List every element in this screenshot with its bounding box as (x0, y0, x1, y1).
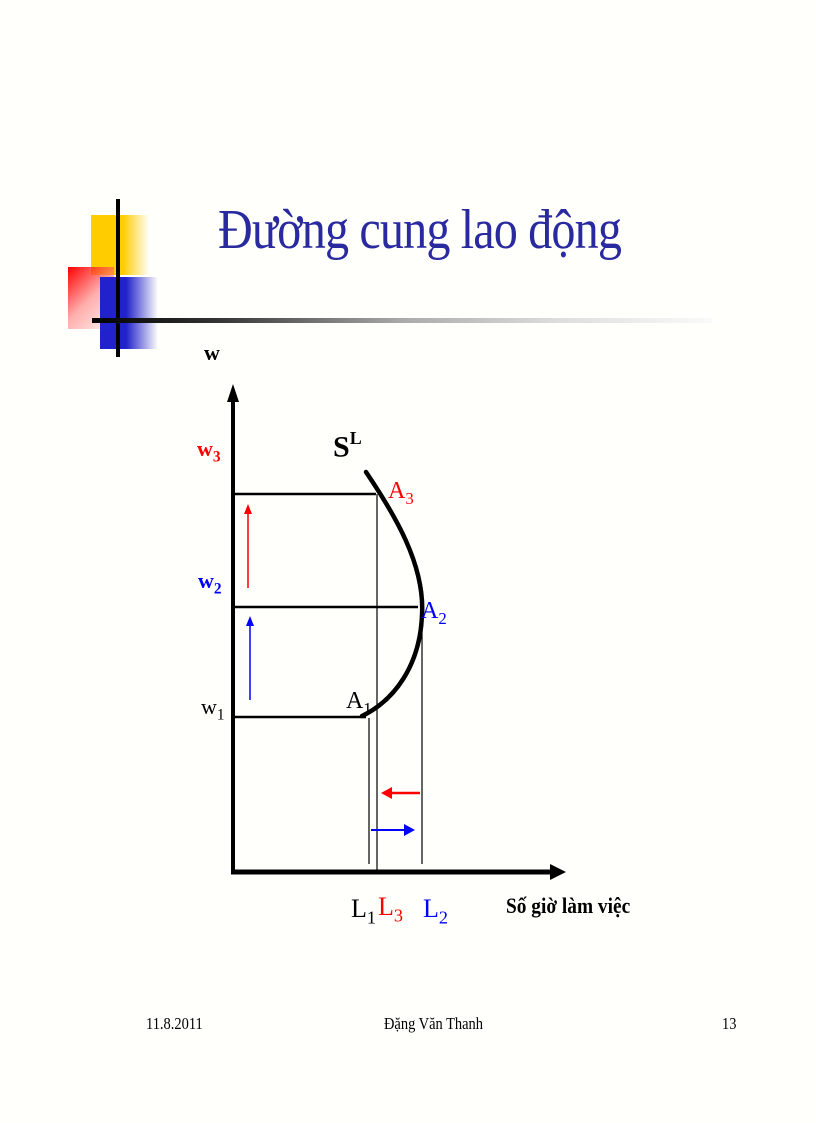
tick-L1: L1 (351, 894, 376, 928)
x-axis-label: Số giờ làm việc (506, 893, 631, 918)
tick-L3: L3 (378, 892, 403, 926)
title-underline (92, 318, 712, 323)
decor-blue-square (100, 277, 158, 349)
footer-date: 11.8.2011 (146, 1014, 203, 1033)
red-up-arrow (244, 504, 252, 588)
supply-curve (359, 469, 425, 719)
decor-vertical-bar (116, 199, 120, 357)
point-A1: A1 (346, 688, 372, 718)
point-A3: A3 (388, 478, 414, 508)
x-axis (231, 864, 566, 880)
footer-author: Đặng Văn Thanh (384, 1014, 483, 1033)
red-left-arrow (381, 787, 420, 799)
page-title: Đường cung lao động (218, 199, 622, 261)
decor-yellow-square (91, 215, 149, 275)
point-A2: A2 (421, 598, 447, 628)
blue-right-arrow (371, 824, 415, 836)
footer-page-number: 13 (722, 1014, 737, 1033)
curve-label-SL: SL (333, 428, 362, 464)
tick-w3: w3 (197, 436, 221, 466)
tick-w2: w2 (198, 568, 222, 598)
y-axis-label: w (204, 340, 220, 365)
y-axis (227, 384, 239, 873)
blue-up-arrow (246, 616, 254, 700)
tick-L2: L2 (423, 894, 448, 928)
tick-w1: w1 (201, 694, 225, 724)
